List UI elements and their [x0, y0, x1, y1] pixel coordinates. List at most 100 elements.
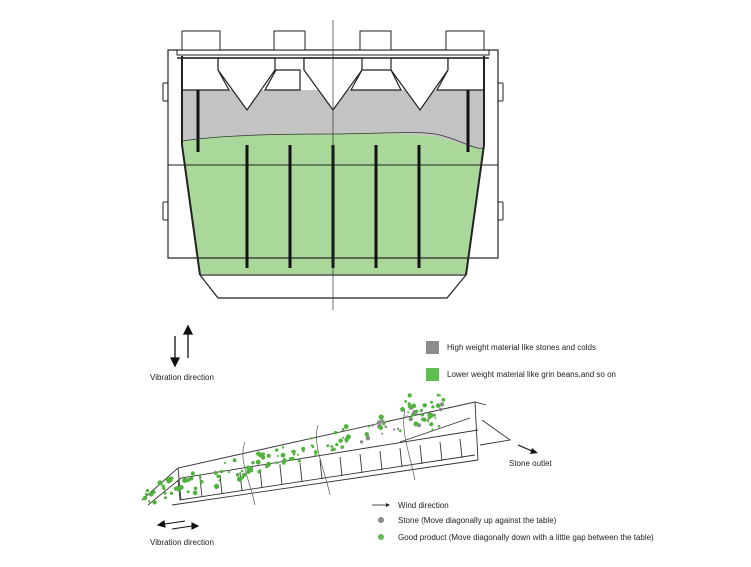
top-box-3 [359, 30, 392, 51]
good-particle [224, 462, 226, 464]
legend-good-label: Good product (Move diagonally down with … [398, 533, 654, 542]
good-particle [177, 489, 180, 492]
good-particle [333, 430, 338, 435]
good-particle [240, 469, 244, 473]
good-particle [413, 421, 419, 427]
good-particle [190, 471, 195, 476]
top-box-4 [445, 30, 485, 51]
up-down-arrows-icon [169, 324, 194, 368]
good-particle [340, 445, 345, 449]
good-particle [309, 437, 313, 440]
left-right-arrows-icon [156, 520, 200, 530]
good-particle [163, 491, 167, 495]
good-particle [214, 471, 218, 476]
good-particle [251, 461, 255, 465]
good-particle [262, 452, 266, 455]
good-particle [422, 417, 427, 422]
good-particle [400, 407, 405, 412]
good-particle [434, 416, 437, 419]
good-particle [281, 446, 285, 449]
legend-wind-label: Wind direction [398, 501, 449, 510]
good-particle [235, 473, 240, 477]
good-particle [162, 486, 166, 491]
good-particle [279, 464, 282, 467]
good-particle [199, 479, 204, 484]
legend-light-label: Lower weight material like grin beans,an… [447, 370, 616, 379]
good-particle [382, 422, 386, 426]
good-particle [149, 492, 154, 497]
good-particle [335, 443, 339, 447]
good-particle [192, 490, 198, 496]
bottom-trough [199, 274, 467, 299]
good-particle [257, 470, 261, 474]
good-particle [419, 408, 423, 412]
good-particle [169, 491, 174, 495]
good-particle [310, 444, 314, 447]
good-particle [256, 451, 261, 456]
good-particle [144, 492, 148, 496]
good-particle [407, 404, 412, 409]
good-particle [378, 425, 384, 430]
good-particle [301, 446, 306, 451]
good-particle [344, 437, 349, 442]
good-particle [343, 424, 349, 429]
table-ribs [199, 438, 463, 498]
good-particle [378, 414, 384, 420]
good-particle [437, 425, 441, 428]
stone-particle [405, 415, 408, 418]
good-particle [193, 486, 198, 491]
good-particle [186, 490, 190, 494]
good-particle [198, 475, 202, 479]
vibration-direction-label-top: Vibration direction [150, 373, 214, 382]
good-particle [420, 413, 425, 417]
good-particle [152, 500, 157, 505]
good-particle [145, 488, 150, 493]
wind-curves [242, 409, 416, 506]
stone-particle [440, 402, 445, 407]
good-particle [441, 397, 446, 402]
stone-particle [396, 427, 400, 430]
stone-particle [384, 425, 388, 429]
good-particle [275, 448, 279, 452]
good-particle [411, 412, 415, 417]
good-particle [409, 417, 413, 420]
good-particle [431, 428, 434, 431]
good-particle [147, 500, 151, 503]
good-particle [178, 484, 184, 490]
good-particle [330, 445, 334, 448]
stone-particle [359, 440, 364, 444]
good-particle [338, 438, 343, 443]
good-particle [157, 480, 163, 486]
good-particle [258, 454, 262, 458]
good-particle [185, 478, 191, 483]
good-particle [368, 425, 371, 428]
good-particle [219, 469, 224, 474]
good-particle [388, 420, 391, 423]
good-particle [297, 453, 299, 456]
good-particle [142, 495, 148, 501]
good-particle [326, 444, 330, 448]
good-particle [264, 465, 269, 469]
good-particle [280, 452, 286, 458]
good-particle [429, 422, 434, 427]
good-particle [415, 409, 419, 413]
good-particle [297, 459, 301, 463]
good-particle [214, 483, 220, 489]
top-box-2 [273, 30, 306, 51]
good-particle [407, 393, 412, 398]
vibration-direction-label-bottom: Vibration direction [150, 538, 214, 547]
good-particle [427, 418, 430, 421]
legend-stone-label: Stone (Move diagonally up against the ta… [398, 516, 557, 525]
good-particle [292, 449, 296, 454]
good-particle [266, 453, 271, 458]
good-particle [431, 405, 435, 409]
good-particle [189, 476, 194, 481]
good-particle [276, 455, 279, 457]
good-particle [314, 453, 317, 457]
wind-arrow-icon [372, 503, 390, 507]
good-particle [427, 414, 431, 417]
legend-swatch-heavy [426, 341, 439, 354]
particles [142, 393, 446, 505]
good-particle [255, 459, 261, 465]
